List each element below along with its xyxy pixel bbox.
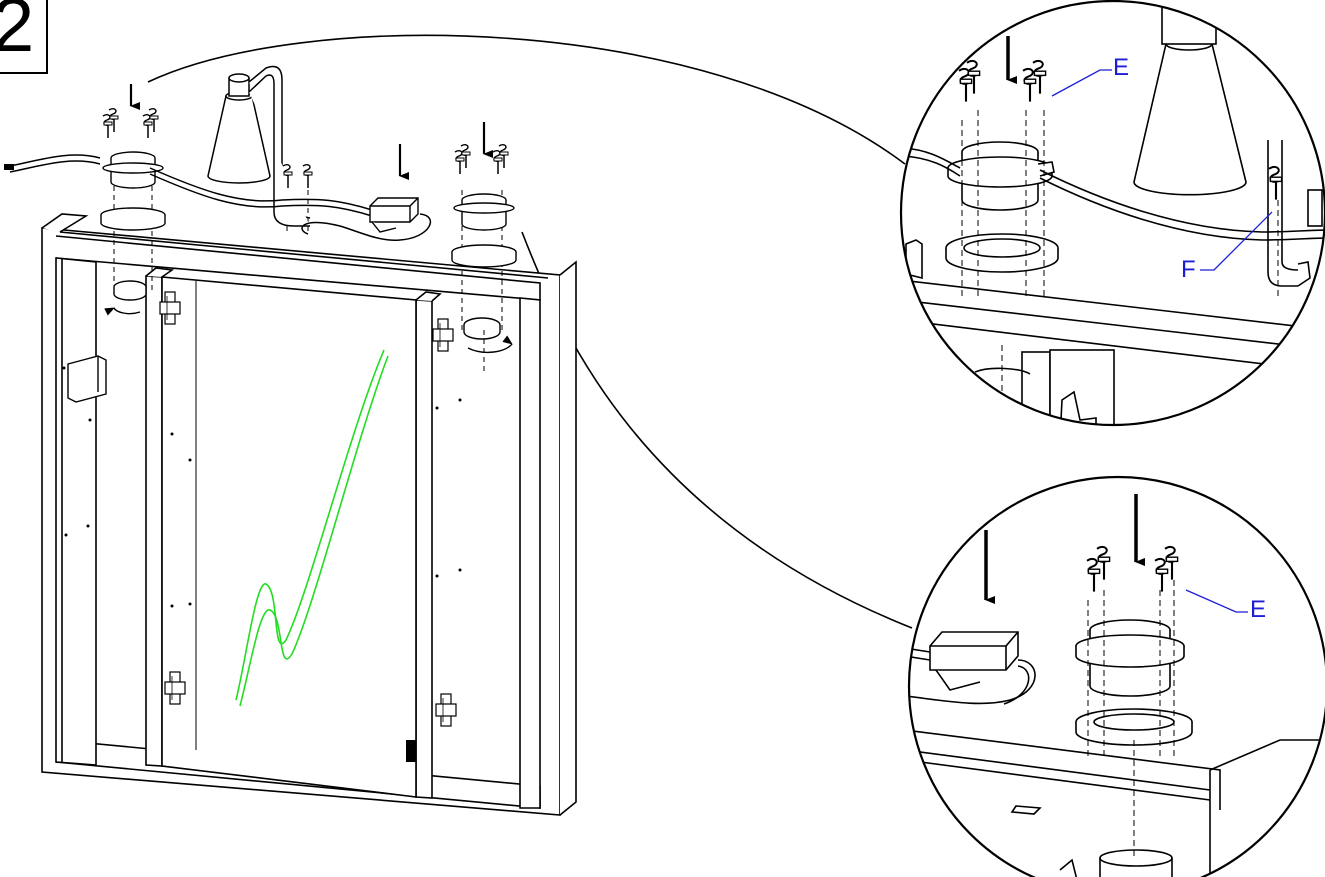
rotate-arrow-icon xyxy=(467,335,513,354)
power-cable xyxy=(9,154,432,241)
down-arrow-icon xyxy=(129,84,493,180)
mounting-holes xyxy=(62,366,462,608)
callout-label-e-top: E xyxy=(1113,54,1130,81)
latch-icon xyxy=(406,740,416,762)
screw-icon xyxy=(460,143,471,169)
screw-icon xyxy=(108,107,119,133)
lamp xyxy=(207,65,311,227)
rotate-arrow-icon xyxy=(104,307,141,316)
glass-reflection-mark xyxy=(235,349,389,707)
cabinet-frame xyxy=(41,213,577,816)
detail-bottom xyxy=(909,477,1325,877)
detail-circle-bottom xyxy=(907,475,1325,877)
driver-box xyxy=(369,197,419,233)
step-number: 2 xyxy=(0,0,35,68)
screw-icon xyxy=(498,143,509,169)
detail-leader-bottom xyxy=(521,231,913,629)
detail-circle-top xyxy=(899,0,1325,427)
detail-leader-top xyxy=(147,34,906,165)
screw-icon xyxy=(302,163,313,189)
callout-label-e-bottom: E xyxy=(1250,596,1267,623)
callout-label-f: F xyxy=(1181,256,1196,283)
step-number-box: 2 xyxy=(0,0,48,74)
screw-icon xyxy=(148,107,159,133)
switch-box xyxy=(67,355,107,403)
